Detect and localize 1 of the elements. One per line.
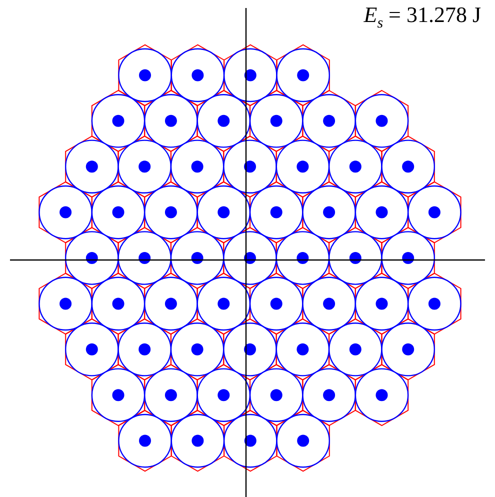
energy-label: E$_{s}$ = 31.278 J [364,2,481,32]
